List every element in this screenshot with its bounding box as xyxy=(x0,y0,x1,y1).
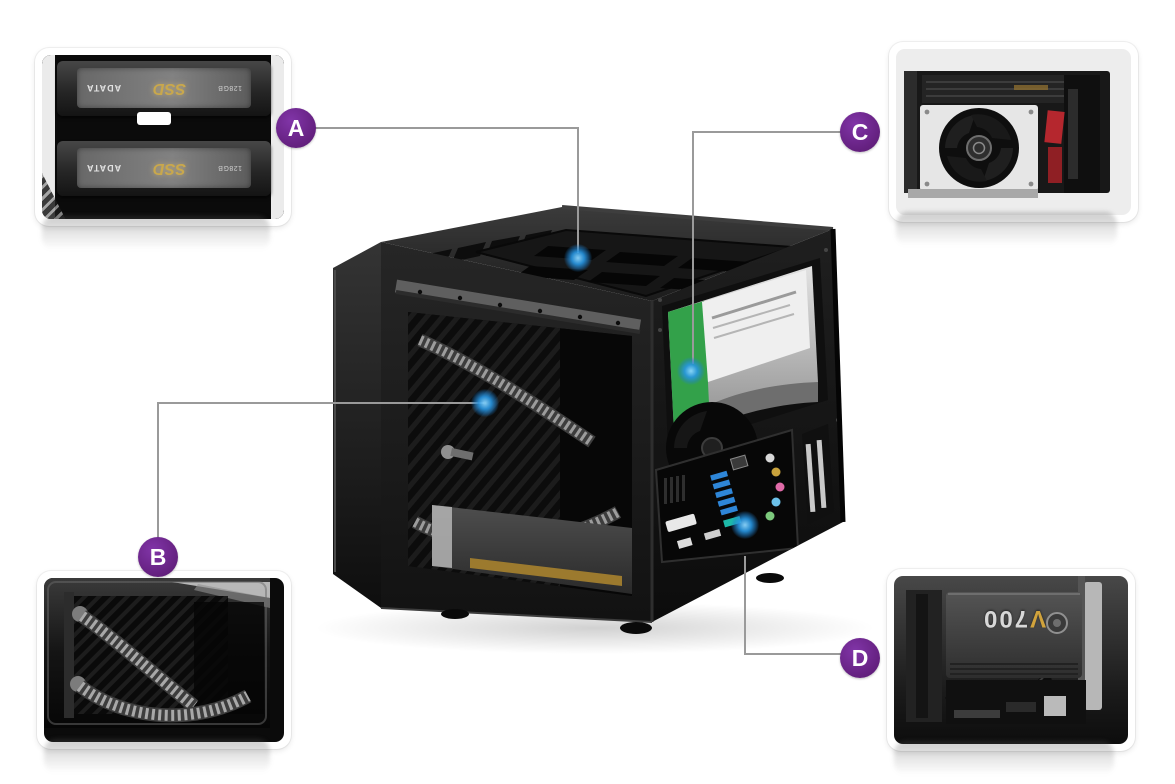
leader-line-a-vertical xyxy=(577,127,579,253)
callout-badge-d: D xyxy=(840,638,880,678)
leader-line-b-vertical xyxy=(157,402,159,538)
radiator-photo xyxy=(44,578,284,742)
inset-psu-fan xyxy=(889,42,1138,222)
leader-line-b-horizontal xyxy=(157,402,484,404)
callout-badge-b: B xyxy=(138,537,178,577)
inset-ssd-bracket: 128GB SSD ADATA 128GB SSD ADATA xyxy=(35,48,291,226)
leader-line-c-horizontal xyxy=(692,131,841,133)
highlight-dot-a xyxy=(564,244,592,272)
v700-illustration xyxy=(906,576,1102,724)
psu-fan-illustration xyxy=(896,49,1117,201)
psu-fan-photo xyxy=(896,49,1131,215)
radiator-illustration xyxy=(44,578,270,728)
highlight-dot-c xyxy=(677,357,705,385)
ssd-bracket-photo: 128GB SSD ADATA 128GB SSD ADATA xyxy=(42,55,284,219)
photo-highlight xyxy=(42,55,55,219)
ssd-drive-top: 128GB SSD ADATA xyxy=(57,61,271,116)
ssd-drive-bottom: 128GB SSD ADATA xyxy=(57,141,271,196)
leader-line-c-vertical xyxy=(692,131,694,364)
highlight-dot-d xyxy=(731,511,759,539)
highlight-dot-b xyxy=(471,389,499,417)
leader-line-a-horizontal xyxy=(314,127,579,129)
callout-badge-a: A xyxy=(276,108,316,148)
bracket-notch xyxy=(137,112,171,125)
leader-line-d-vertical xyxy=(744,556,746,655)
inset-radiator-tubing xyxy=(37,571,291,749)
callout-badge-c: C xyxy=(840,112,880,152)
v700-photo: V700 xyxy=(894,576,1128,744)
leader-line-d-horizontal xyxy=(744,653,842,655)
inset-v700-psu: V700 xyxy=(887,569,1135,751)
